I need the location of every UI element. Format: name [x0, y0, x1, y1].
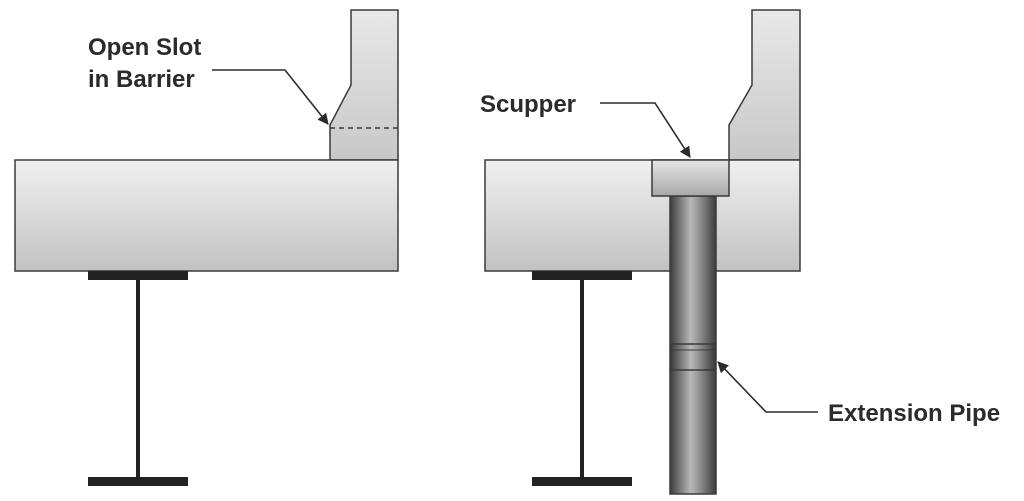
- deck-slab-left: [14, 159, 399, 272]
- barrier-left: [329, 9, 399, 161]
- right-detail: Scupper Extension Pipe: [480, 9, 1000, 495]
- open-slot-label-line2: in Barrier: [88, 66, 195, 93]
- scupper-body: [651, 159, 730, 197]
- extension-pipe-label: Extension Pipe: [828, 400, 1000, 427]
- pipe-coupling: [670, 343, 716, 371]
- scupper-label: Scupper: [480, 91, 576, 118]
- scupper-leader: [600, 102, 691, 158]
- left-detail: Open Slot in Barrier: [14, 9, 399, 486]
- open-slot-label-line1: Open Slot: [88, 34, 201, 61]
- extension-pipe-leader: [717, 361, 818, 413]
- steel-girder-left: [88, 271, 188, 486]
- deck-slab-right: [484, 159, 801, 272]
- open-slot-leader: [212, 69, 329, 125]
- steel-girder-right: [532, 271, 632, 486]
- barrier-right: [728, 9, 801, 161]
